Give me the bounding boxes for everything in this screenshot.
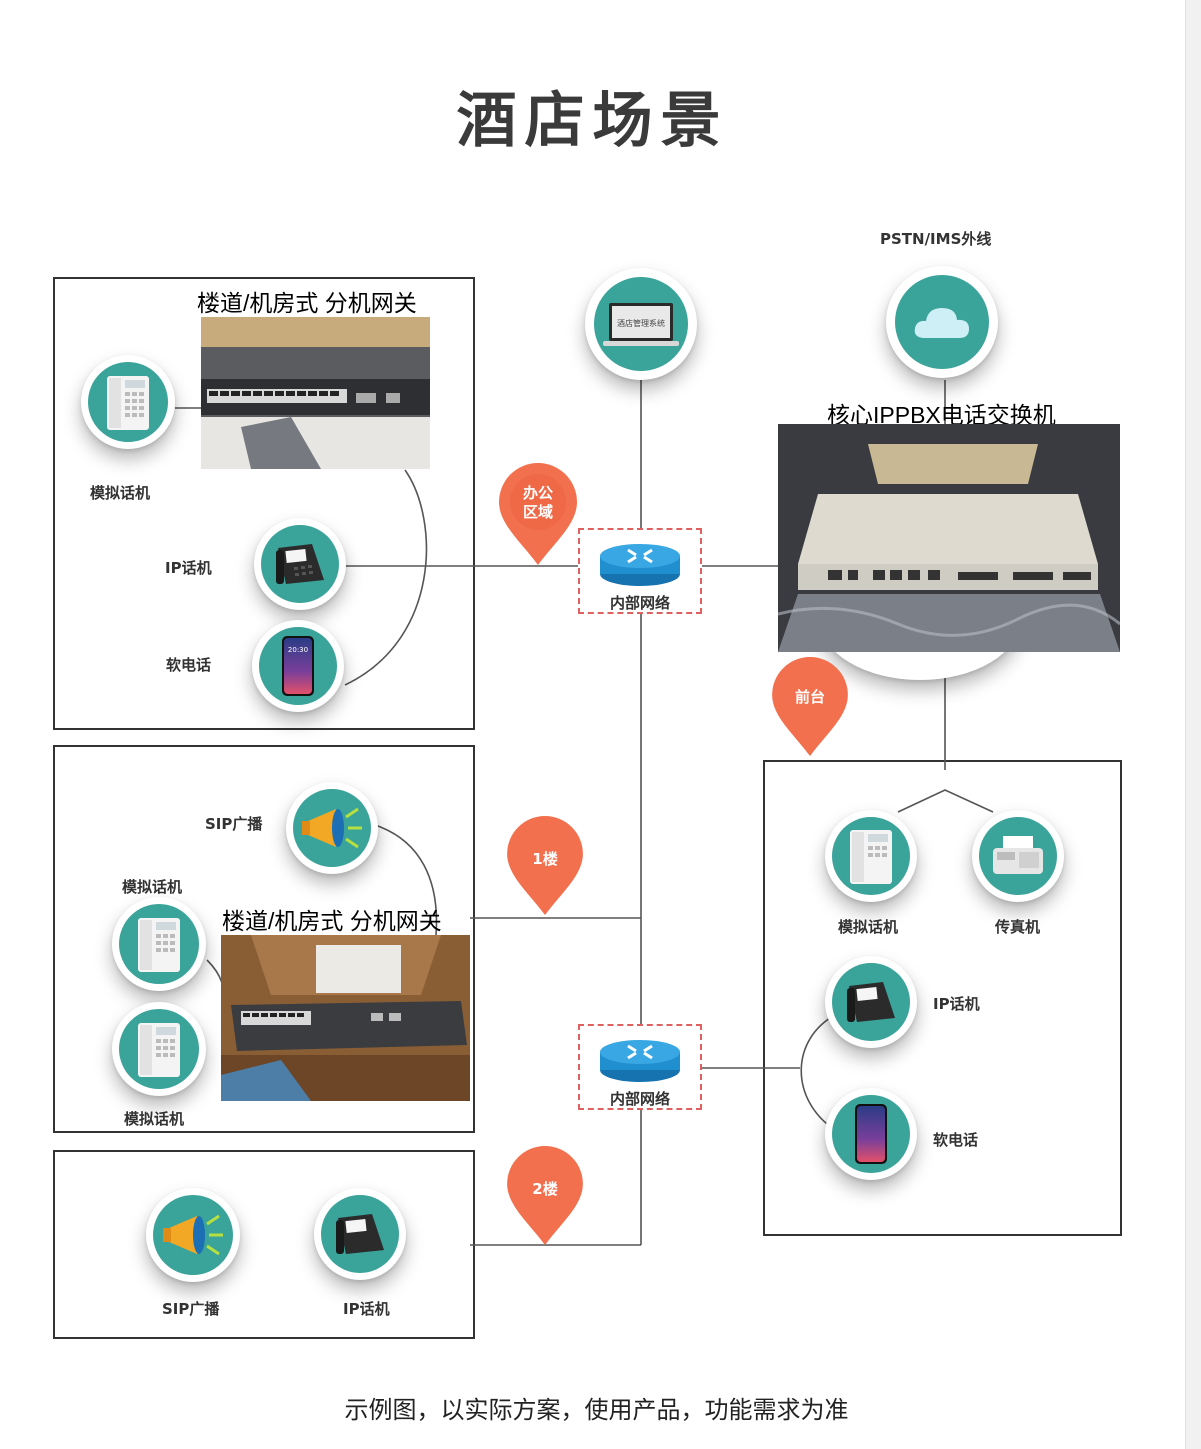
floor2-sip-label: SIP广播 <box>162 1300 220 1318</box>
cloud-icon <box>914 308 969 338</box>
floor2-ip-phone[interactable] <box>314 1188 406 1280</box>
frontdesk-zone-box <box>763 760 1122 1236</box>
floor1-analog-bottom-label: 模拟话机 <box>124 1110 185 1128</box>
office-pin-line-1: 办公 <box>522 484 553 502</box>
ippbx-device-image <box>778 424 1120 652</box>
floor2-sip-broadcast[interactable] <box>146 1188 240 1282</box>
office-pin-line-2: 区域 <box>522 503 553 521</box>
office-gateway-caption: 楼道/机房式 分机网关 <box>197 290 417 316</box>
frontdesk-analog-label: 模拟话机 <box>838 918 899 936</box>
floor1-gateway-caption: 楼道/机房式 分机网关 <box>222 908 442 934</box>
office-analog-phone[interactable] <box>81 355 175 449</box>
ippbx-caption: 核心IPPBX电话交换机 <box>827 402 1056 428</box>
page-title: 酒店场景 <box>456 86 729 156</box>
megaphone-icon <box>302 807 362 849</box>
floor1-analog-top-label: 模拟话机 <box>122 878 183 896</box>
analog-phone-icon <box>138 1023 180 1077</box>
office-ip-label: IP话机 <box>165 559 212 577</box>
floor2-ip-label: IP话机 <box>343 1300 390 1318</box>
ip-phone-icon <box>336 1214 384 1254</box>
pstn-cloud-device[interactable] <box>886 266 998 378</box>
analog-phone-icon <box>107 376 149 430</box>
router-icon <box>600 544 680 586</box>
floor1-pin <box>507 815 583 916</box>
smartphone-icon <box>282 636 314 696</box>
smartphone-icon <box>855 1104 887 1164</box>
router-2-label: 内部网络 <box>609 1090 670 1108</box>
office-gateway-photo[interactable] <box>201 317 430 469</box>
floor2-pin-label: 2楼 <box>532 1180 558 1198</box>
floor1-sip-label: SIP广播 <box>205 815 263 833</box>
frontdesk-softphone[interactable] <box>825 1088 917 1180</box>
frontdesk-pin <box>772 656 848 757</box>
office-softphone[interactable]: 20:30 <box>252 620 344 712</box>
laptop-icon <box>603 303 679 346</box>
gateway-device-image <box>221 935 470 1101</box>
floor1-gateway-photo[interactable] <box>221 935 470 1101</box>
frontdesk-analog-phone[interactable] <box>825 810 917 902</box>
router-icon <box>600 1040 680 1082</box>
office-analog-label: 模拟话机 <box>90 484 151 502</box>
hotel-management-device[interactable]: 酒店管理系统 <box>585 268 697 380</box>
frontdesk-ip-label: IP话机 <box>933 995 980 1013</box>
ip-phone-icon <box>847 982 895 1022</box>
frontdesk-pin-label: 前台 <box>794 688 825 706</box>
frontdesk-fax-label: 传真机 <box>995 918 1041 936</box>
office-soft-label: 软电话 <box>166 656 212 674</box>
floor1-analog-phone-top[interactable] <box>112 897 206 991</box>
ippbx-photo[interactable] <box>778 424 1120 652</box>
frontdesk-soft-label: 软电话 <box>933 1131 979 1149</box>
ip-phone-icon <box>276 544 324 584</box>
pstn-label: PSTN/IMS外线 <box>880 230 992 248</box>
floor1-pin-label: 1楼 <box>532 850 558 868</box>
fax-icon <box>993 836 1043 874</box>
frontdesk-fax[interactable] <box>972 810 1064 902</box>
floor1-analog-phone-bottom[interactable] <box>112 1002 206 1096</box>
floor2-pin <box>507 1145 583 1246</box>
office-pin <box>499 463 577 565</box>
mgmt-screen-label: 酒店管理系统 <box>617 319 665 328</box>
router-2[interactable]: 内部网络 <box>578 1024 702 1110</box>
analog-phone-icon <box>138 918 180 972</box>
frontdesk-ip-phone[interactable] <box>825 956 917 1048</box>
gateway-device-image <box>201 317 430 469</box>
office-ip-phone[interactable] <box>254 518 346 610</box>
router-1[interactable]: 内部网络 <box>578 528 702 614</box>
softphone-time: 20:30 <box>287 646 309 654</box>
scrollbar-track[interactable] <box>1185 0 1201 1449</box>
floor1-sip-broadcast[interactable] <box>286 782 378 874</box>
megaphone-icon <box>163 1214 223 1256</box>
router-1-label: 内部网络 <box>609 594 670 612</box>
analog-phone-icon <box>850 830 892 884</box>
footer-note: 示例图，以实际方案，使用产品，功能需求为准 <box>344 1396 849 1424</box>
